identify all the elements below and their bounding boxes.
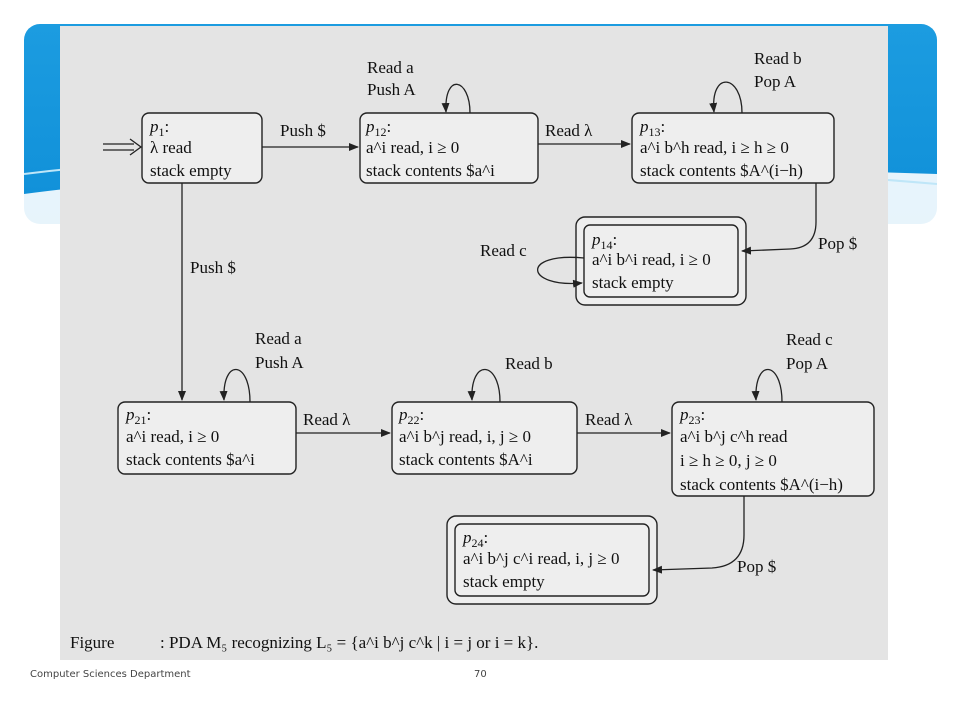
state-p1-line-1: λ read: [150, 138, 192, 157]
edge-p1-p12-label: Push $: [280, 121, 326, 140]
state-p14-line-2: stack empty: [592, 273, 674, 292]
state-p21-title: p21:: [125, 405, 151, 427]
edge-p21-p22: Read λ: [296, 410, 391, 437]
edge-p23-p24: Pop $: [652, 496, 776, 576]
state-p22-line-1: a^i b^j read, i, j ≥ 0: [399, 427, 531, 446]
edge-p14-loop: Read c: [480, 241, 585, 288]
state-p13-line-1: a^i b^h read, i ≥ h ≥ 0: [640, 138, 789, 157]
footer-department: Computer Sciences Department: [30, 669, 191, 680]
state-p23-line-2: i ≥ h ≥ 0, j ≥ 0: [680, 451, 777, 470]
state-p1: p1: λ read stack empty: [141, 112, 263, 184]
state-p1-title: p1:: [149, 117, 169, 139]
state-p12-line-1: a^i read, i ≥ 0: [366, 138, 459, 157]
edge-p13-loop: Read b Pop A: [709, 49, 802, 114]
state-p24-line-1: a^i b^j c^i read, i, j ≥ 0: [463, 549, 619, 568]
edge-p1-p21-label: Push $: [190, 258, 236, 277]
edge-p23-loop-label-2: Pop A: [786, 354, 829, 373]
state-p23: p23: a^i b^j c^h read i ≥ h ≥ 0, j ≥ 0 s…: [671, 401, 875, 497]
state-p21-line-1: a^i read, i ≥ 0: [126, 427, 219, 446]
state-p24: p24: a^i b^j c^i read, i, j ≥ 0 stack em…: [446, 515, 658, 605]
state-p23-line-1: a^i b^j c^h read: [680, 427, 788, 446]
state-p24-title: p24:: [462, 528, 488, 550]
state-p13-title: p13:: [639, 117, 665, 139]
edge-p1-p12: Push $: [262, 121, 359, 151]
state-p14-title: p14:: [591, 230, 617, 252]
state-p12-title: p12:: [365, 117, 391, 139]
edge-p13-loop-label-2: Pop A: [754, 72, 797, 91]
edge-p12-p13-label: Read λ: [545, 121, 593, 140]
state-p22: p22: a^i b^j read, i, j ≥ 0 stack conten…: [391, 401, 578, 475]
edge-p13-p14: Pop $: [741, 183, 857, 255]
figure-caption: Figure : PDA M₅ recognizing L₅ = {a^i b^…: [70, 633, 538, 652]
edge-p12-loop-label-1: Read a: [367, 58, 414, 77]
edge-p23-loop: Read c Pop A: [751, 330, 833, 403]
state-p12: p12: a^i read, i ≥ 0 stack contents $a^i: [359, 112, 539, 184]
state-p13-line-2: stack contents $A^(i−h): [640, 161, 803, 180]
edge-p13-loop-label-1: Read b: [754, 49, 802, 68]
figure-caption-text: : PDA M₅ recognizing L₅ = {a^i b^j c^k |…: [160, 633, 538, 652]
edge-p14-loop-label: Read c: [480, 241, 527, 260]
edge-p21-loop-label-1: Read a: [255, 329, 302, 348]
edge-p21-loop-label-2: Push A: [255, 353, 304, 372]
edge-p22-loop-label: Read b: [505, 354, 553, 373]
edge-p13-p14-label: Pop $: [818, 234, 857, 253]
state-p14-line-1: a^i b^i read, i ≥ 0: [592, 250, 711, 269]
edge-p21-loop: Read a Push A: [219, 329, 304, 403]
edge-p22-p23-label: Read λ: [585, 410, 633, 429]
state-p22-title: p22:: [398, 405, 424, 427]
edge-p12-loop: Read a Push A: [367, 58, 471, 114]
edge-p1-p21: Push $: [178, 183, 236, 401]
state-p22-line-2: stack contents $A^i: [399, 450, 533, 469]
state-p21-line-2: stack contents $a^i: [126, 450, 255, 469]
state-p14: p14: a^i b^i read, i ≥ 0 stack empty: [575, 216, 747, 306]
edge-p21-p22-label: Read λ: [303, 410, 351, 429]
edge-p23-loop-label-1: Read c: [786, 330, 833, 349]
edge-p23-p24-label: Pop $: [737, 557, 776, 576]
state-p24-line-2: stack empty: [463, 572, 545, 591]
state-p23-title: p23:: [679, 405, 705, 427]
state-p13: p13: a^i b^h read, i ≥ h ≥ 0 stack conte…: [631, 112, 835, 184]
edge-p22-loop: Read b: [467, 354, 553, 403]
slide-page-number: 70: [474, 669, 487, 680]
state-p1-line-2: stack empty: [150, 161, 232, 180]
state-p12-line-2: stack contents $a^i: [366, 161, 495, 180]
edge-p22-p23: Read λ: [577, 410, 671, 437]
figure-caption-label: Figure: [70, 633, 114, 652]
edge-p12-p13: Read λ: [538, 121, 631, 148]
state-p21: p21: a^i read, i ≥ 0 stack contents $a^i: [117, 401, 297, 475]
initial-arrow: [103, 138, 143, 156]
edge-p12-loop-label-2: Push A: [367, 80, 416, 99]
state-p23-line-3: stack contents $A^(i−h): [680, 475, 843, 494]
